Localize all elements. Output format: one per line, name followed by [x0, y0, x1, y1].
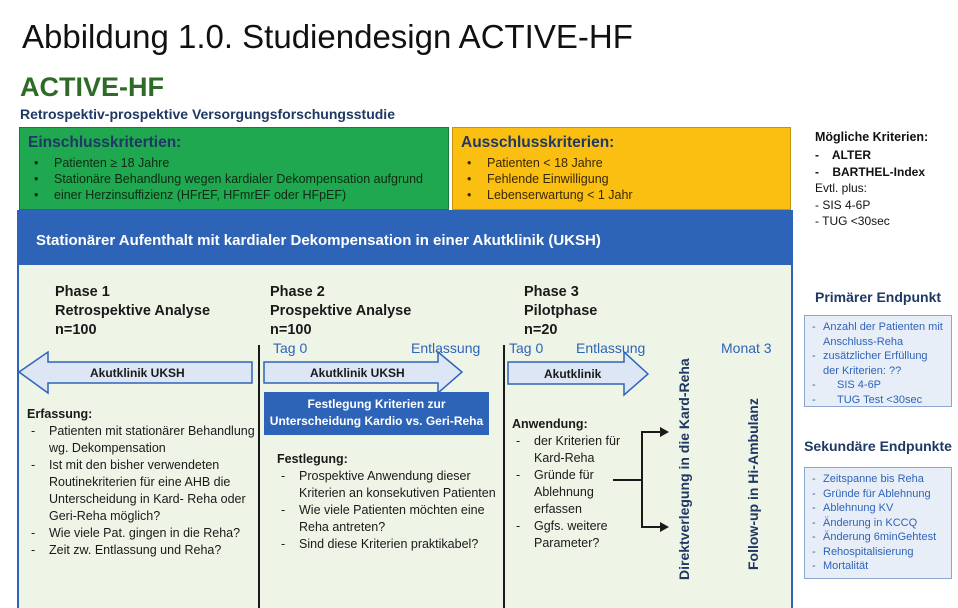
- phase3-item: der Kriterien für Kard-Reha: [512, 433, 636, 467]
- inclusion-criteria-box: Einschlusskritertien: Patienten ≥ 18 Jah…: [19, 127, 449, 210]
- inclusion-title: Einschlusskritertien:: [28, 134, 182, 151]
- phase1-label: Phase 1: [55, 284, 110, 300]
- secondary-endpoints-title: Sekundäre Endpunkte: [804, 438, 952, 454]
- phase2-body: Festlegung: Prospektive Anwendung dieser…: [277, 451, 499, 553]
- phase3-item: Gründe für Ablehnung erfassen: [512, 467, 636, 518]
- inclusion-list: Patienten ≥ 18 Jahre Stationäre Behandlu…: [28, 155, 440, 203]
- secondary-item: Ablehnung KV: [811, 501, 945, 516]
- phase2-day0: Tag 0: [273, 340, 308, 356]
- criteria-line: Evtl. plus:: [815, 181, 868, 195]
- criteria-line: - ALTER: [815, 148, 871, 162]
- phase3-item: Ggfs. weitere Parameter?: [512, 518, 636, 552]
- phase3-day0: Tag 0: [509, 340, 544, 356]
- criteria-definition-box: Festlegung Kriterien zur Unterscheidung …: [264, 392, 489, 435]
- phase-divider: [503, 345, 505, 608]
- possible-criteria-title: Mögliche Kriterien:: [815, 130, 929, 144]
- primary-item: zusätzlicher Erfüllung der Kriterien: ??: [811, 349, 945, 378]
- phase2-name: Prospektive Analyse: [270, 303, 412, 319]
- criteria-line: - SIS 4-6P: [815, 197, 871, 212]
- criteria-box-line: Unterscheidung Kardio vs. Geri-Reha: [269, 414, 484, 428]
- criteria-box-line: Festlegung Kriterien zur: [307, 397, 446, 411]
- exclusion-item: Patienten < 18 Jahre: [461, 155, 782, 171]
- primary-item: Anzahl der Patienten mit Anschluss-Reha: [811, 320, 945, 349]
- follow-up-label: Follow-up in Hi-Ambulanz: [745, 398, 761, 570]
- phase1-item: Zeit zw. Entlassung und Reha?: [27, 542, 255, 559]
- arrowhead-up: [660, 427, 669, 437]
- direct-transfer-label: Direktverlegung in die Kard-Reha: [676, 358, 692, 580]
- phase3-section-title: Anwendung:: [512, 417, 588, 431]
- study-subtitle: Retrospektiv-prospektive Versorgungsfors…: [20, 106, 395, 122]
- phase3-arrow-label: Akutklinik: [544, 367, 602, 381]
- secondary-item: Rehospitalisierung: [811, 545, 945, 560]
- inclusion-item: Stationäre Behandlung wegen kardialer De…: [28, 171, 440, 187]
- exclusion-item: Lebenserwartung < 1 Jahr: [461, 187, 782, 203]
- phase2-list: Prospektive Anwendung dieser Kriterien a…: [277, 468, 499, 553]
- criteria-line: - TUG <30sec: [815, 214, 890, 228]
- exclusion-item: Fehlende Einwilligung: [461, 171, 782, 187]
- phase-divider: [258, 345, 260, 608]
- phase3-label: Phase 3: [524, 284, 579, 300]
- inclusion-item-continued: einer Herzinsuffizienz (HFrEF, HFmrEF od…: [28, 187, 440, 203]
- phase1-item: Wie viele Pat. gingen in die Reha?: [27, 525, 255, 542]
- bracket-arrow-down: [641, 480, 660, 528]
- phase2-discharge: Entlassung: [411, 340, 481, 356]
- phase1-arrow: [17, 350, 253, 395]
- phase3-name: Pilotphase: [524, 303, 598, 319]
- phase1-arrow-label: Akutklinik UKSH: [90, 366, 185, 380]
- phase1-name: Retrospektive Analyse: [55, 303, 211, 319]
- arrowhead-down: [660, 522, 669, 532]
- phase3-list: der Kriterien für Kard-Reha Gründe für A…: [512, 433, 636, 552]
- figure-heading: Abbildung 1.0. Studiendesign ACTIVE-HF: [22, 18, 633, 55]
- phase2-arrow-label: Akutklinik UKSH: [310, 366, 405, 380]
- phase2-item: Sind diese Kriterien praktikabel?: [277, 536, 499, 553]
- phase3-body: Anwendung: der Kriterien für Kard-Reha G…: [512, 416, 636, 552]
- phase3-arrow: [507, 350, 650, 397]
- primary-endpoint-title: Primärer Endpunkt: [814, 289, 942, 305]
- phase1-n: n=100: [55, 322, 97, 338]
- secondary-item: Mortalität: [811, 559, 945, 574]
- primary-endpoint-box: Anzahl der Patienten mit Anschluss-Reha …: [804, 315, 952, 407]
- secondary-item: Änderung 6minGehtest: [811, 530, 945, 545]
- phase2-item: Prospektive Anwendung dieser Kriterien a…: [277, 468, 499, 502]
- primary-list: Anzahl der Patienten mit Anschluss-Reha …: [811, 320, 945, 407]
- exclusion-list: Patienten < 18 Jahre Fehlende Einwilligu…: [461, 155, 782, 203]
- phase2-arrow: [263, 350, 464, 395]
- phase3-n: n=20: [524, 322, 558, 338]
- phase2-item: Wie viele Patienten möchten eine Reha an…: [277, 502, 499, 536]
- secondary-item: Gründe für Ablehnung: [811, 487, 945, 502]
- phase1-list: Patienten mit stationärer Behandlung wg.…: [27, 423, 255, 559]
- phase2-section-title: Festlegung:: [277, 452, 348, 466]
- phase2-label: Phase 2: [270, 284, 325, 300]
- study-brand: ACTIVE-HF: [20, 72, 164, 102]
- phase3-discharge: Entlassung: [576, 340, 646, 356]
- stay-banner-text: Stationärer Aufenthalt mit kardialer Dek…: [36, 232, 601, 249]
- inclusion-item: Patienten ≥ 18 Jahre: [28, 155, 440, 171]
- phase3-header: Phase 3 Pilotphase n=20: [524, 283, 597, 340]
- stay-banner: [17, 210, 793, 265]
- phase1-body: Erfassung: Patienten mit stationärer Beh…: [27, 406, 255, 559]
- exclusion-title: Ausschlusskriterien:: [461, 134, 615, 151]
- phase1-section-title: Erfassung:: [27, 407, 93, 421]
- phase2-n: n=100: [270, 322, 312, 338]
- secondary-list: Zeitspanne bis Reha Gründe für Ablehnung…: [811, 472, 945, 574]
- phase3-month: Monat 3: [721, 340, 772, 356]
- possible-criteria-list: - ALTER - BARTHEL-Index Evtl. plus: - SI…: [815, 147, 925, 230]
- phase1-header: Phase 1 Retrospektive Analyse n=100: [55, 283, 210, 340]
- primary-subitem: SIS 4-6P: [811, 378, 945, 393]
- secondary-item: Zeitspanne bis Reha: [811, 472, 945, 487]
- secondary-item: Änderung in KCCQ: [811, 516, 945, 531]
- secondary-endpoints-box: Zeitspanne bis Reha Gründe für Ablehnung…: [804, 467, 952, 579]
- exclusion-criteria-box: Ausschlusskriterien: Patienten < 18 Jahr…: [452, 127, 791, 210]
- phase2-header: Phase 2 Prospektive Analyse n=100: [270, 283, 411, 340]
- phase1-item: Patienten mit stationärer Behandlung wg.…: [27, 423, 255, 457]
- phase1-item: Ist mit den bisher verwendeten Routinekr…: [27, 457, 255, 525]
- primary-subitem: TUG Test <30sec: [811, 393, 945, 408]
- criteria-line: - BARTHEL-Index: [815, 164, 925, 179]
